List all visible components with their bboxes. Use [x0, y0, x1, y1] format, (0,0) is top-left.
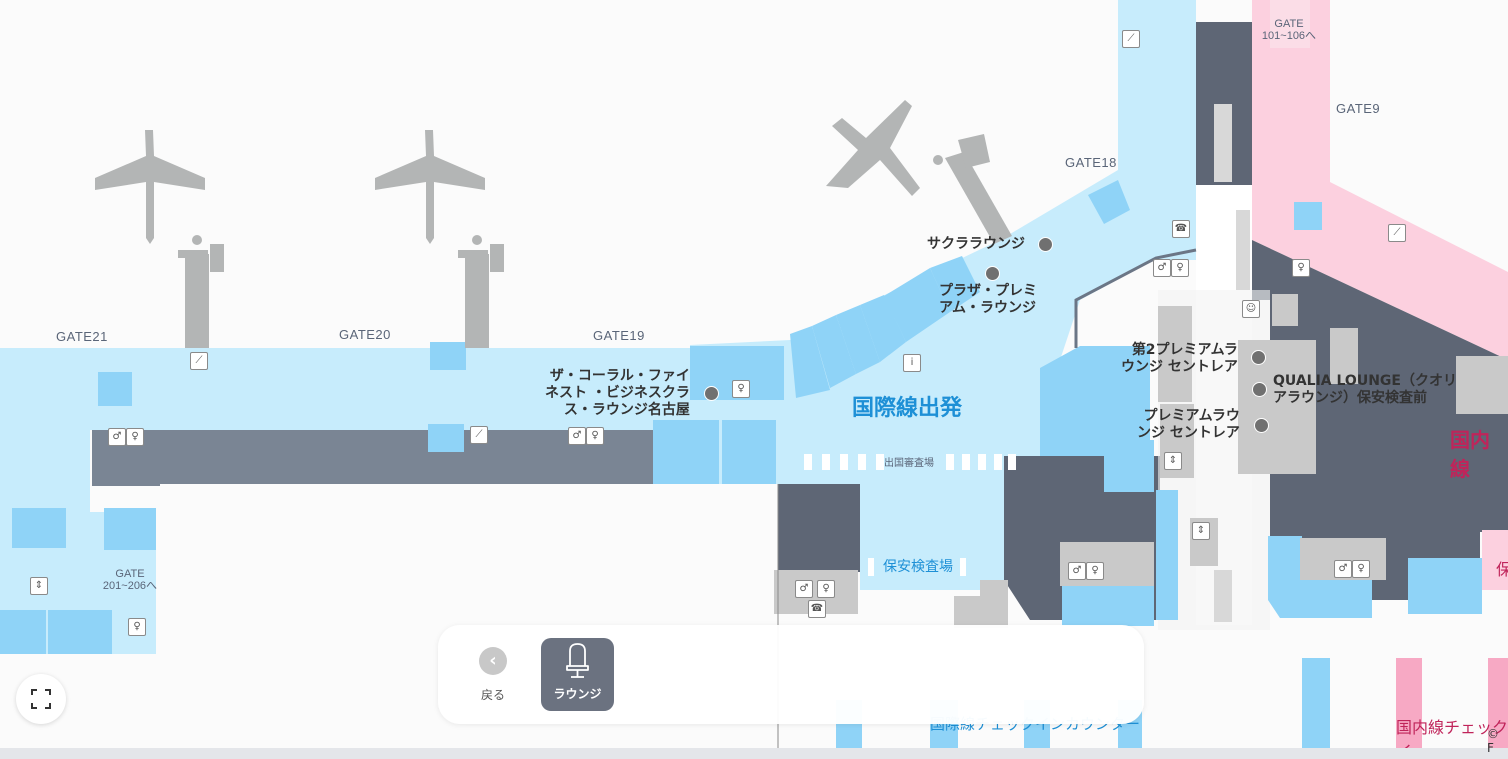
security-label: 保安検査場 — [883, 559, 953, 575]
international-concourse — [0, 0, 1196, 654]
restroom-icon: ♀ — [126, 428, 144, 446]
corridor — [92, 430, 702, 486]
gate-201-206-label: GATE 201~206へ — [102, 568, 158, 592]
restroom-icon: ♀ — [1352, 560, 1370, 578]
domestic-label: 国内線 — [1450, 428, 1490, 481]
restroom-icon: ♂ — [568, 427, 586, 445]
escalator-icon: ⟋ — [1388, 224, 1406, 242]
category-bar: ‹ 戻る ラウンジ — [438, 625, 1144, 724]
restroom-icon: ♀ — [817, 580, 835, 598]
escalator-icon: ⟋ — [190, 352, 208, 370]
restroom-icon: ♀ — [586, 427, 604, 445]
restroom-icon: ♂ — [1334, 560, 1352, 578]
chevron-left-icon: ‹ — [479, 647, 507, 675]
plaza-lounge-marker[interactable] — [985, 266, 1000, 281]
jet-bridges — [178, 134, 1012, 348]
back-label: 戻る — [480, 688, 505, 702]
premium2-lounge-marker[interactable] — [1251, 350, 1266, 365]
phone-icon: ☎ — [1172, 220, 1190, 238]
gate18-label: GATE18 — [1065, 155, 1117, 170]
restroom-icon: ♀ — [1086, 562, 1104, 580]
restroom-icon: ♀ — [1171, 259, 1189, 277]
restroom-icon: ♂ — [795, 580, 813, 598]
immigration-label: 出国審査場 — [884, 458, 934, 469]
domestic-security-label: 保 — [1496, 560, 1508, 579]
lounge-chair-icon — [566, 643, 589, 678]
restroom-icon: ♂ — [108, 428, 126, 446]
gate21-label: GATE21 — [56, 329, 108, 344]
restroom-icon: ♂ — [1068, 562, 1086, 580]
coral-lounge-label[interactable]: ザ・コーラル・ファイ ネスト ・ビジネスクラ ス・ラウンジ名古屋 — [545, 368, 690, 418]
phone-icon: ☎ — [808, 600, 826, 618]
elevator-icon: ⇕ — [30, 577, 48, 595]
back-button[interactable]: ‹ 戻る — [470, 647, 516, 707]
blue-blocks — [0, 180, 1482, 748]
qualia-lounge-marker[interactable] — [1252, 382, 1267, 397]
restroom-icon: ♀ — [1292, 259, 1310, 277]
elevator-icon: ⇕ — [1164, 452, 1182, 470]
fullscreen-button[interactable] — [16, 674, 66, 724]
domestic-checkin-label: 国内線チェックイ — [1396, 718, 1508, 748]
premium-lounge-marker[interactable] — [1254, 418, 1269, 433]
sakura-lounge-label[interactable]: サクララウンジ — [927, 236, 1025, 252]
restroom-icon: ♀ — [732, 380, 750, 398]
lounge-label: ラウンジ — [553, 687, 602, 701]
sakura-lounge-marker[interactable] — [1038, 237, 1053, 252]
escalator-icon: ⟋ — [1122, 30, 1140, 48]
coral-lounge-marker[interactable] — [704, 386, 719, 401]
service-buildings — [774, 104, 1508, 628]
info-icon: i — [903, 354, 921, 372]
premium2-lounge-label[interactable]: 第2プレミアムラ ウンジ セントレア — [1121, 342, 1238, 375]
bottom-strip — [0, 748, 1508, 759]
nursery-icon: ☺ — [1242, 300, 1260, 318]
restroom-icon: ♂ — [1153, 259, 1171, 277]
fullscreen-icon — [31, 689, 51, 709]
gate20-label: GATE20 — [339, 327, 391, 342]
plaza-lounge-label[interactable]: プラザ・プレミ アム・ラウンジ — [939, 283, 1037, 316]
aircraft — [95, 100, 920, 244]
immigration-line — [804, 454, 1016, 576]
lounge-category-button[interactable]: ラウンジ — [541, 638, 614, 711]
gate9-label: GATE9 — [1336, 101, 1381, 116]
copyright: © F — [1487, 727, 1499, 755]
gate-101-106-label: GATE 101~106へ — [1261, 18, 1317, 42]
escalator-icon: ⟋ — [470, 426, 488, 444]
international-departure-label: 国際線出発 — [852, 396, 963, 421]
qualia-lounge-label[interactable]: QUALIA LOUNGE（クオリ アラウンジ）保安検査前 — [1273, 373, 1457, 406]
restroom-icon: ♀ — [128, 618, 146, 636]
premium-lounge-label[interactable]: プレミアムラウ ンジ セントレア — [1137, 408, 1240, 441]
elevator-icon: ⇕ — [1192, 522, 1210, 540]
gate19-label: GATE19 — [593, 328, 645, 343]
